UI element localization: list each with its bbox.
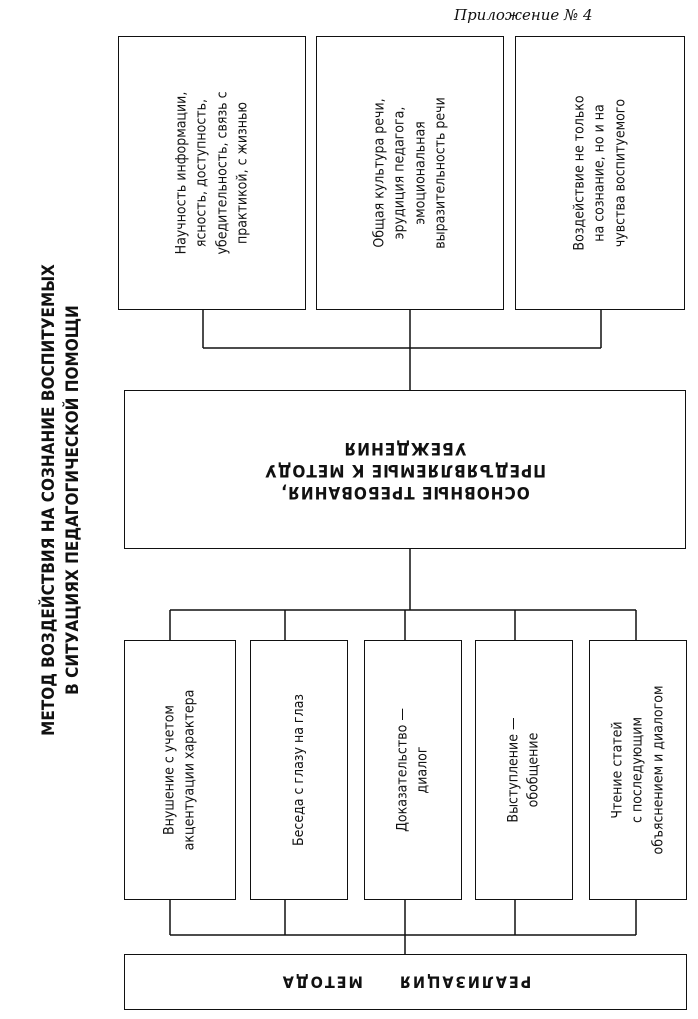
requirement-text-2: Общая культура речи, эрудиция педагога, … — [371, 97, 449, 249]
method-box-3: Доказательство — диалог — [364, 640, 462, 900]
main-requirements-box: ОСНОВНЫЕ ТРЕБОВАНИЯ, ПРЕДЪЯВЛЯЕМЫЕ К МЕТ… — [124, 390, 686, 549]
method-box-5: Чтение статей с последующим объяснением … — [589, 640, 687, 900]
requirement-box-2: Общая культура речи, эрудиция педагога, … — [316, 36, 504, 310]
method-box-2: Беседа с глазу на глаз — [250, 640, 348, 900]
main-requirements-title: ОСНОВНЫЕ ТРЕБОВАНИЯ, ПРЕДЪЯВЛЯЕМЫЕ К МЕТ… — [264, 437, 546, 502]
requirement-box-1: Научность информации, ясность, доступнос… — [118, 36, 306, 310]
requirement-text-3: Воздействие не только на сознание, но и … — [571, 95, 629, 251]
side-title: МЕТОД ВОЗДЕЙСТВИЯ НА СОЗНАНИЕ ВОСПИТУЕМЫ… — [39, 264, 83, 736]
method-box-4: Выступление — обобщение — [475, 640, 573, 900]
implementation-box: РЕАЛИЗАЦИЯ МЕТОДА — [124, 954, 687, 1010]
side-title-container: МЕТОД ВОЗДЕЙСТВИЯ НА СОЗНАНИЕ ВОСПИТУЕМЫ… — [12, 150, 112, 850]
method-text-5: Чтение статей с последующим объяснением … — [609, 685, 667, 855]
method-box-1: Внушение с учетом акцентуации характера — [124, 640, 236, 900]
method-text-1: Внушение с учетом акцентуации характера — [161, 689, 198, 851]
implementation-title: РЕАЛИЗАЦИЯ МЕТОДА — [280, 972, 531, 992]
method-text-2: Беседа с глазу на глаз — [290, 694, 307, 846]
requirement-text-1: Научность информации, ясность, доступнос… — [173, 91, 251, 255]
method-text-3: Доказательство — диалог — [394, 708, 431, 832]
appendix-label: Приложение № 4 — [454, 6, 593, 24]
requirement-box-3: Воздействие не только на сознание, но и … — [515, 36, 685, 310]
method-text-4: Выступление — обобщение — [505, 717, 542, 823]
